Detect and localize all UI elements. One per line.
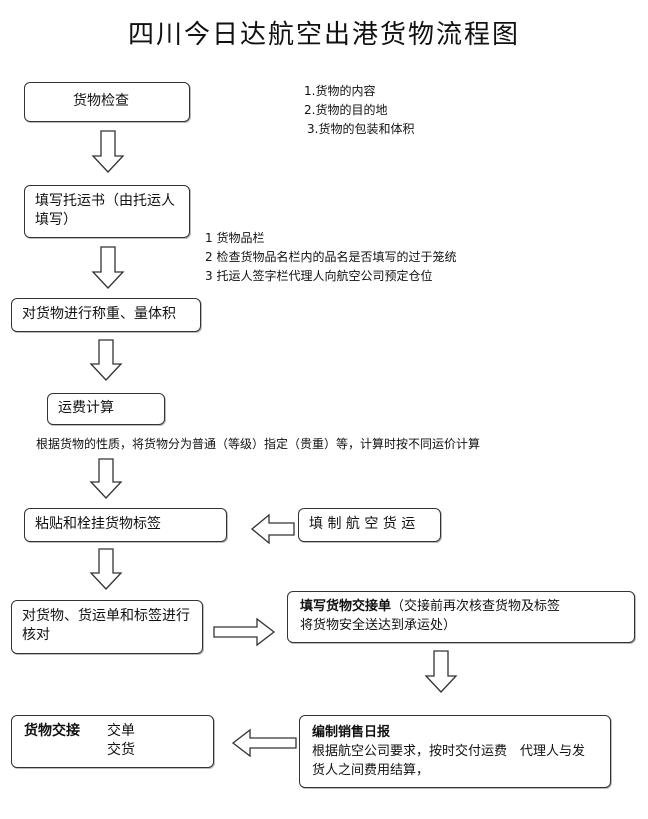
handover-sheet-text-2: 将货物安全送达到承运处）	[300, 618, 457, 633]
handover-sheet-box: 填写货物交接单（交接前再次核查货物及标签 将货物安全送达到承运处）	[287, 591, 635, 643]
down-arrow-4	[89, 458, 123, 499]
step-label-cargo-label: 粘贴和栓挂货物标签	[35, 516, 161, 532]
down-arrow-3	[89, 339, 123, 381]
step-freight-calc: 运费计算	[47, 393, 165, 425]
left-arrow-delivery	[231, 728, 297, 758]
left-arrow-awb	[250, 513, 295, 545]
note-line: 3 托运人签字栏代理人向航空公司预定仓位	[205, 269, 433, 283]
handover-sheet-text: （交接前再次核查货物及标签	[391, 599, 561, 614]
step-handover-label: 货物交接	[24, 723, 80, 739]
step-handover-sub2: 交货	[107, 742, 135, 758]
down-arrow-5	[89, 548, 123, 590]
step-cargo-check: 货物检查	[24, 82, 190, 122]
fill-air-waybill-box: 填 制 航 空 货 运	[298, 508, 441, 542]
down-arrow-2	[91, 246, 125, 289]
step-label-cargo: 粘贴和栓挂货物标签	[24, 508, 227, 542]
sales-report-text: 根据航空公司要求，按时交付运费 代理人与发	[312, 744, 586, 759]
note-line: 2 检查货物品名栏内的品名是否填写的过于笼统	[205, 250, 457, 264]
down-arrow-1	[91, 130, 125, 173]
step-weigh-measure: 对货物进行称重、量体积	[11, 298, 201, 332]
step-handover-sub1: 交单	[107, 723, 135, 739]
step-verify: 对货物、货运单和标签进行核对	[11, 600, 203, 654]
down-arrow-6	[424, 650, 458, 693]
step-verify-label: 对货物、货运单和标签进行核对	[22, 608, 190, 643]
note-line: 2.货物的目的地	[304, 103, 388, 117]
note-line: 3.货物的包装和体积	[307, 122, 415, 136]
handover-sheet-title: 填写货物交接单	[300, 599, 392, 614]
notes-consignment: 1 货物品栏 2 检查货物品名栏内的品名是否填写的过于笼统 3 托运人签字栏代理…	[205, 229, 456, 286]
sales-report-title: 编制销售日报	[312, 725, 391, 740]
page-title: 四川今日达航空出港货物流程图	[127, 20, 520, 50]
step-weigh-measure-label: 对货物进行称重、量体积	[22, 306, 176, 322]
step-freight-calc-label: 运费计算	[58, 400, 114, 416]
step-cargo-check-label: 货物检查	[73, 93, 129, 109]
step-handover: 货物交接 交单 交货	[11, 715, 214, 768]
note-line: 1 货物品栏	[205, 231, 265, 245]
sales-report-box: 编制销售日报 根据航空公司要求，按时交付运费 代理人与发 货人之间费用结算，	[299, 715, 611, 788]
note-line: 1.货物的内容	[304, 84, 376, 98]
fill-air-waybill-label: 填 制 航 空 货 运	[309, 516, 416, 532]
right-arrow-handover	[213, 617, 276, 647]
step-fill-consignment: 填写托运书（由托运人填写）	[24, 185, 190, 238]
sales-report-text-2: 货人之间费用结算，	[312, 763, 430, 778]
note-freight-rules: 根据货物的性质，将货物分为普通（等级）指定（贵重）等，计算时按不同运价计算	[36, 437, 481, 451]
step-fill-consignment-label: 填写托运书（由托运人填写）	[35, 193, 175, 228]
notes-cargo-check: 1.货物的内容 2.货物的目的地 3.货物的包装和体积	[304, 82, 414, 139]
